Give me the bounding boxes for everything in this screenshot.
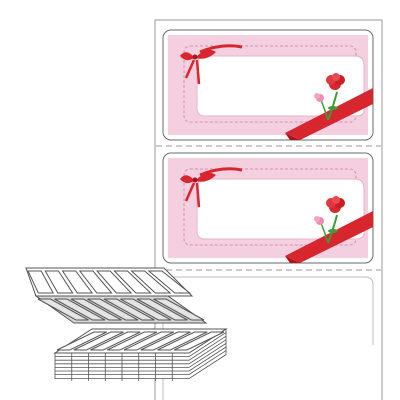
fanfold-label-cell [95,270,133,294]
fanfold-label-cell [78,270,113,294]
fanfold-stack-icon [25,267,228,381]
fanfold-label-cell [153,298,205,321]
fanfold-label-cell [174,331,225,351]
fanfold-label-cell [73,331,124,351]
fanfold-label-cell [27,270,55,294]
fanfold-label-cell [103,298,155,321]
fanfold-label-cell [107,331,158,351]
fanfold-label-cell [147,270,192,294]
fanfold-label-cell [37,298,89,321]
fanfold-label-cell [120,298,172,321]
label-2 [162,152,374,264]
fanfold-label-cell [56,331,107,351]
fanfold-label-cell [61,270,94,294]
sash-ribbon-icon [285,211,373,263]
fanfold-label-cell [130,270,172,294]
carnation-icon [314,196,345,244]
fanfold-label-cell [87,298,139,321]
bow-ribbon-icon [180,167,243,208]
fanfold-label-cell [54,298,106,321]
bow-ribbon-icon [180,44,243,85]
fanfold-label-cell [136,298,188,321]
fanfold-label-cell [123,331,174,351]
fanfold-label-cell [140,331,191,351]
fanfold-label-cell [157,331,208,351]
fanfold-label-cell [44,270,74,294]
fanfold-label-cell [90,331,141,351]
fanfold-label-cell [113,270,152,294]
fanfold-label-cell [70,298,122,321]
sash-ribbon-icon [285,88,373,140]
label-1 [162,29,374,141]
carnation-icon [314,73,345,121]
